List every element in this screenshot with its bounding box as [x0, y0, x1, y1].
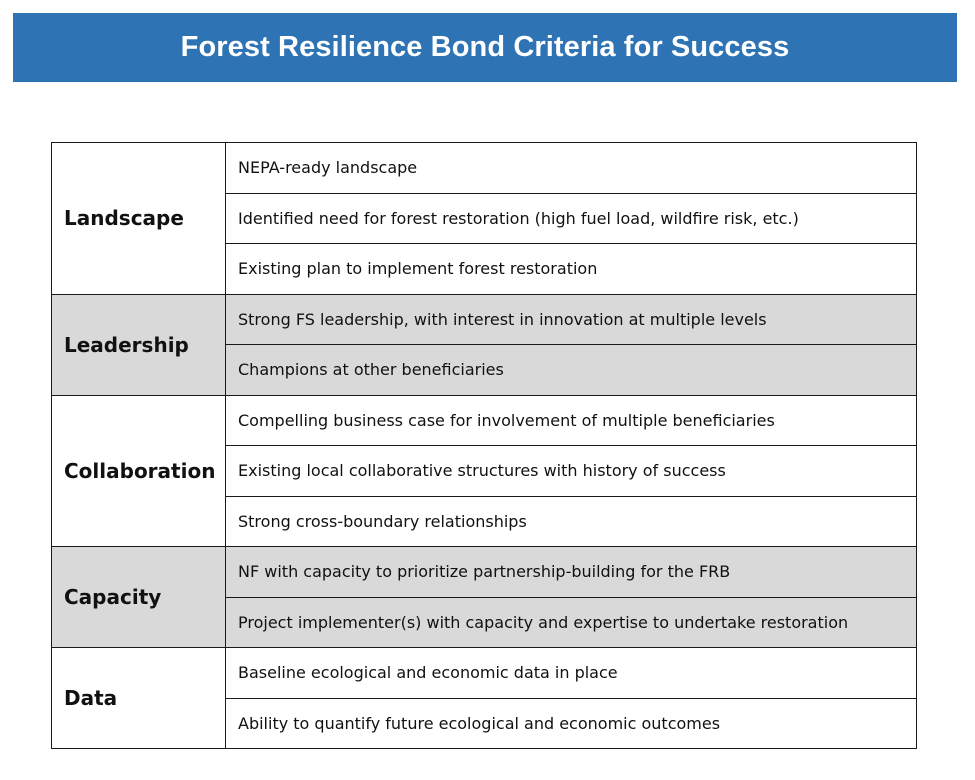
criterion-cell: NF with capacity to prioritize partnersh…	[225, 546, 917, 598]
criterion-cell: Existing local collaborative structures …	[225, 445, 917, 497]
title-banner: Forest Resilience Bond Criteria for Succ…	[13, 13, 957, 82]
criterion-cell: Existing plan to implement forest restor…	[225, 243, 917, 295]
criterion-cell: Compelling business case for involvement…	[225, 394, 917, 446]
criterion-cell: NEPA-ready landscape	[225, 142, 917, 194]
category-cell: Data	[51, 647, 226, 749]
table-row: Identified need for forest restoration (…	[52, 192, 917, 244]
table-row: Project implementer(s) with capacity and…	[52, 596, 917, 648]
table-row: Champions at other beneficiaries	[52, 344, 917, 396]
table-row: Strong cross-boundary relationships	[52, 495, 917, 547]
criterion-cell: Ability to quantify future ecological an…	[225, 697, 917, 749]
table-row: Existing plan to implement forest restor…	[52, 243, 917, 295]
category-cell: Capacity	[51, 546, 226, 648]
table-row: Ability to quantify future ecological an…	[52, 697, 917, 749]
category-cell: Collaboration	[51, 394, 226, 547]
category-cell: Leadership	[51, 293, 226, 396]
criterion-cell: Champions at other beneficiaries	[225, 344, 917, 396]
criterion-cell: Strong FS leadership, with interest in i…	[225, 293, 917, 345]
page-title: Forest Resilience Bond Criteria for Succ…	[180, 31, 790, 63]
criterion-cell: Strong cross-boundary relationships	[225, 495, 917, 547]
category-cell: Landscape	[51, 142, 226, 295]
criterion-cell: Identified need for forest restoration (…	[225, 192, 917, 244]
criterion-cell: Project implementer(s) with capacity and…	[225, 596, 917, 648]
criterion-cell: Baseline ecological and economic data in…	[225, 647, 917, 699]
